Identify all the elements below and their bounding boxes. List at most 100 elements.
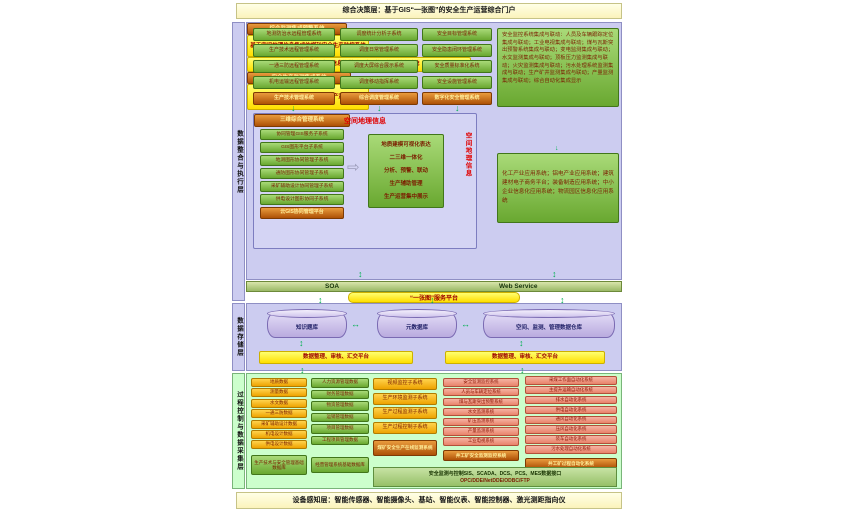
- system-box: 生产过程监测子系统: [373, 407, 437, 419]
- capability-line: 地质建模可视化表达: [381, 141, 431, 148]
- acquisition-layer-panel: 地质数据测量数据水文数据一通三防数据采矿辅助设计数据机电设计数据供电设计数据 生…: [246, 373, 622, 489]
- double-arrow-icon: ↕: [552, 269, 557, 279]
- system-box: 调度日常管理系统: [340, 44, 418, 57]
- system-box: 装车自动化系统: [525, 435, 617, 444]
- architecture-diagram: 综合决策层：基于GIS“一张图”的安全生产运营综合门户 数据整合与执行层 数据存…: [230, 0, 630, 514]
- data-box: 财务管理数据: [311, 389, 369, 399]
- data-box: 人力资源管理数据: [311, 378, 369, 388]
- capability-line: 二三维一体化: [389, 154, 423, 161]
- down-arrow-icon: ↓: [291, 103, 296, 113]
- knowledge-database-cylinder: 知识题库: [267, 309, 347, 338]
- system-box: 一通三防远程管理系统: [253, 60, 335, 73]
- gis-title: 空间地理信息: [344, 118, 386, 125]
- double-arrow-icon: ↕: [358, 269, 363, 279]
- system-box: 采煤工作面自动化系统: [525, 376, 617, 385]
- warehouse-cylinder: 空间、监测、管理数据仓库: [483, 309, 615, 338]
- double-arrow-icon: ↕: [318, 295, 323, 305]
- layer-label-integration: 数据整合与执行层: [232, 22, 245, 301]
- system-box: 水文监测系统: [443, 407, 519, 417]
- process-systems-footer: 煤矿安全生产在线监测系统: [373, 440, 437, 456]
- system-box: 调度移动指挥系统: [340, 76, 418, 89]
- system-box: 煤与瓦斯突出预警系统: [443, 397, 519, 407]
- system-box: 生产过程控制子系统: [373, 421, 437, 434]
- right-block-arrow-icon: ⇨: [347, 159, 360, 176]
- web-service-label: Web Service: [499, 283, 538, 290]
- layer-label-text: 过程控制与数据采集层: [235, 391, 243, 471]
- storage-layer-panel: 知识题库 元数据库 空间、监测、管理数据仓库 ↔ ↔ ↕ ↕ 数据整理、审核、汇…: [246, 303, 622, 371]
- system-box: 人员与车辆定位系统: [443, 387, 519, 397]
- layer-label-storage: 数据存储层: [232, 303, 245, 371]
- layer-label-acquisition: 过程控制与数据采集层: [232, 373, 245, 489]
- data-box: 一通三防数据: [251, 409, 307, 419]
- system-box: 地测防治水远程管理系统: [253, 28, 335, 41]
- data-exchange-platform-left: 数据整理、审核、汇交平台: [259, 351, 413, 364]
- down-arrow-icon: ↓: [555, 145, 559, 152]
- data-box: 水文数据: [251, 398, 307, 408]
- data-box: 采矿辅助设计数据: [251, 419, 307, 429]
- cylinder-label: 知识题库: [295, 325, 318, 331]
- tech-data-group: 地质数据测量数据水文数据一通三防数据采矿辅助设计数据机电设计数据供电设计数据 生…: [251, 378, 307, 475]
- system-box: 污水处理自动化系统: [525, 445, 617, 454]
- capability-line: 生产运营集中展示: [383, 193, 428, 200]
- system-box: 主提升运输自动化系统: [525, 385, 617, 395]
- automation-systems-group: 采煤工作面自动化系统主提升运输自动化系统排水自动化系统供电自动化系统通风自动化系…: [525, 376, 617, 470]
- system-box: 安全质量标准化系统: [422, 60, 492, 73]
- cylinder-top: [267, 309, 347, 318]
- integration-layer-panel: 地测防治水远程管理系统生产技术远程管理系统一通三防远程管理系统机电运输远程管理系…: [246, 22, 622, 280]
- system-box: 安全监测监控系统: [443, 378, 519, 387]
- soa-bus-bar: SOA Web Service: [246, 281, 622, 292]
- tech-data-footer: 生产技术与安全管理基础数据库: [251, 454, 307, 475]
- double-arrow-icon: ↕: [519, 338, 524, 348]
- double-arrow-icon: ↕: [560, 295, 565, 305]
- dispatch-footer: 综合调度管理系统: [340, 92, 418, 105]
- system-box: 调度统计分析子系统: [340, 28, 418, 41]
- system-box: 生产环境监测子系统: [373, 392, 437, 405]
- data-exchange-platform-right: 数据整理、审核、汇交平台: [445, 351, 605, 364]
- cylinder-label: 空间、监测、管理数据仓库: [515, 325, 582, 331]
- layer-label-text: 数据整合与执行层: [235, 129, 243, 194]
- system-box: 排水自动化系统: [525, 395, 617, 405]
- horizontal-arrow-icon: ↔: [351, 319, 360, 329]
- remote-mgmt-footer: 生产技术管理系统: [253, 92, 335, 105]
- system-box: 安全目标管理系统: [422, 28, 492, 41]
- data-box: 地质数据: [251, 378, 307, 387]
- metadata-database-cylinder: 元数据库: [377, 309, 457, 338]
- data-interface-bar: 安全监测与控制SIS、SCADA、DCS、PCS、MES数据接口 OPC/DDE…: [373, 467, 617, 487]
- system-box: 矿压监测系统: [443, 417, 519, 427]
- data-box: 物资管理数据: [311, 401, 369, 411]
- process-systems-group: 视频监控子系统生产环境监测子系统生产过程监测子系统生产过程控制子系统 煤矿安全生…: [373, 378, 437, 456]
- remote-mgmt-group: 地测防治水远程管理系统生产技术远程管理系统一通三防远程管理系统机电运输远程管理系…: [253, 28, 335, 105]
- cylinder-top: [483, 309, 615, 318]
- system-box: 协同管理GIS服务子系统: [260, 129, 344, 140]
- system-box: 安全设施管理系统: [422, 76, 492, 89]
- system-box: 机电运输远程管理系统: [253, 76, 335, 89]
- double-arrow-icon: ↕: [299, 338, 304, 348]
- capability-line: 分析、预警、联动: [383, 167, 428, 174]
- data-box: 机电设计数据: [251, 429, 307, 439]
- gis-capabilities-box: 地质建模可视化表达二三维一体化分析、预警、联动生产辅助管理生产运营集中展示: [368, 134, 444, 208]
- data-box: 工程项目管理数据: [311, 435, 369, 445]
- double-arrow-icon: ↕: [430, 295, 435, 305]
- cylinder-top: [377, 309, 457, 318]
- dispatch-group: 调度统计分析子系统调度日常管理系统调度大屏综合展示系统调度移动指挥系统 综合调度…: [340, 28, 418, 105]
- system-box: 工业电视系统: [443, 437, 519, 446]
- onemap-service-platform-bar: “一张图”服务平台: [348, 292, 520, 303]
- gis-box: 空间地理信息 协同管理GIS服务子系统 GIS图形平台子系统地测图形协同管理子系统…: [253, 113, 477, 249]
- double-arrow-icon: ↕: [300, 365, 305, 375]
- data-box: 测量数据: [251, 388, 307, 398]
- system-box: 地测图形协同管理子系统: [260, 155, 344, 166]
- safety-footer: 数字化安全管理系统: [422, 92, 492, 105]
- safety-group: 安全目标管理系统安全隐患闭环管理系统安全质量标准化系统安全设施管理系统 数字化安…: [422, 28, 492, 105]
- bottom-banner: 设备感知层：智能传感器、智能摄像头、基站、智能仪表、智能控制器、激光测距指向仪: [236, 492, 622, 509]
- down-arrow-icon: ↓: [455, 103, 460, 113]
- three-d-viewer-box: 三维综合管理系统: [254, 114, 350, 127]
- layer-label-text: 数据存储层: [235, 317, 243, 357]
- safety-systems-footer: 井工矿安全监测监控系统: [443, 450, 519, 462]
- down-arrow-icon: ↓: [377, 103, 382, 113]
- system-box: 安全隐患闭环管理系统: [422, 44, 492, 57]
- system-box: 采矿辅助设计协同管理子系统: [260, 181, 344, 192]
- system-box: GIS图形平台子系统: [260, 142, 344, 153]
- top-banner: 综合决策层：基于GIS“一张图”的安全生产运营综合门户: [236, 3, 622, 19]
